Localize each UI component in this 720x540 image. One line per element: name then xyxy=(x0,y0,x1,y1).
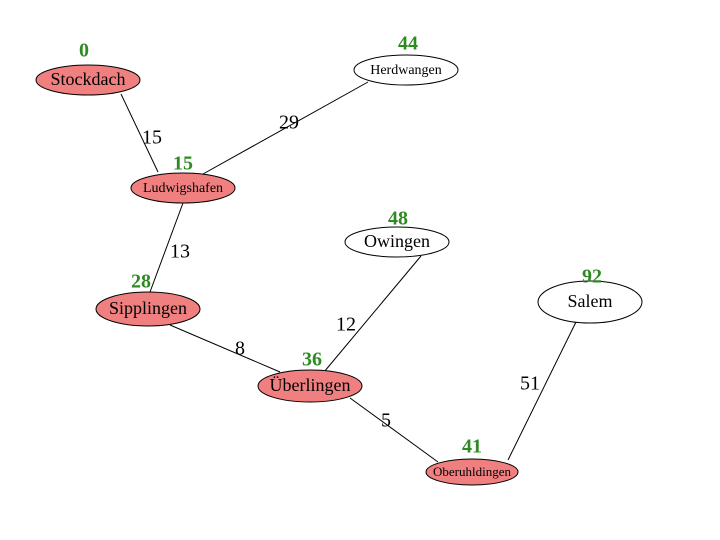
edge-weight-ludwigshafen-sipplingen: 13 xyxy=(170,241,190,263)
node-label-sipplingen: Sipplingen xyxy=(109,298,187,318)
node-label-owingen: Owingen xyxy=(364,231,430,251)
node-distance-stockdach: 0 xyxy=(79,40,89,62)
node-owingen xyxy=(344,226,450,258)
node-ludwigshafen xyxy=(130,172,236,204)
node-salem xyxy=(537,280,643,324)
edge-ueberlingen-oberuhldingen xyxy=(349,397,439,463)
node-herdwangen xyxy=(353,54,459,86)
edge-weight-stockdach-ludwigshafen: 15 xyxy=(142,127,162,149)
node-distance-ludwigshafen: 15 xyxy=(173,153,193,175)
node-distance-herdwangen: 44 xyxy=(398,33,418,55)
node-distance-oberuhldingen: 41 xyxy=(462,436,482,458)
edge-herdwangen-ludwigshafen xyxy=(202,81,369,175)
edge-sipplingen-ueberlingen xyxy=(169,324,281,373)
edge-weight-owingen-ueberlingen: 12 xyxy=(336,314,356,336)
edge-weight-ueberlingen-oberuhldingen: 5 xyxy=(381,410,391,432)
node-distance-salem: 92 xyxy=(582,266,602,288)
node-distance-ueberlingen: 36 xyxy=(302,349,322,371)
node-stockdach xyxy=(35,64,141,96)
node-label-ludwigshafen: Ludwigshafen xyxy=(143,181,223,196)
edge-ludwigshafen-sipplingen xyxy=(149,202,184,293)
edge-stockdach-ludwigshafen xyxy=(120,93,159,173)
edge-weight-sipplingen-ueberlingen: 8 xyxy=(235,338,245,360)
edge-owingen-ueberlingen xyxy=(323,255,422,373)
node-label-oberuhldingen: Oberuhldingen xyxy=(433,464,511,479)
node-distance-owingen: 48 xyxy=(388,208,408,230)
node-sipplingen xyxy=(95,291,201,327)
node-distance-sipplingen: 28 xyxy=(131,271,151,293)
node-label-ueberlingen: Überlingen xyxy=(270,375,351,395)
edge-salem-oberuhldingen xyxy=(507,321,577,461)
node-label-stockdach: Stockdach xyxy=(51,69,126,89)
edge-weight-herdwangen-ludwigshafen: 29 xyxy=(279,112,299,134)
node-label-salem: Salem xyxy=(568,291,613,311)
edge-weight-salem-oberuhldingen: 51 xyxy=(520,373,540,395)
node-oberuhldingen xyxy=(425,458,519,486)
node-ueberlingen xyxy=(257,369,363,403)
node-label-herdwangen: Herdwangen xyxy=(370,63,442,78)
